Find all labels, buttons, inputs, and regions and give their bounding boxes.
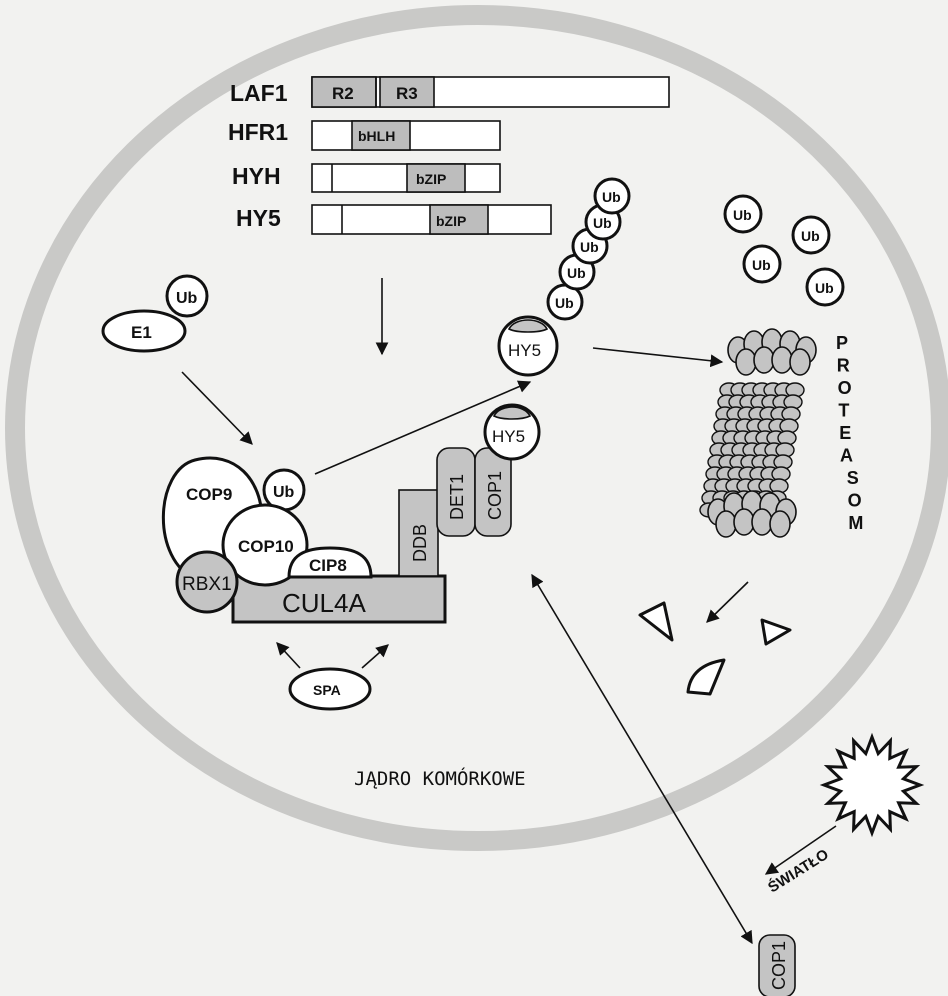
cul4a-complex: CUL4A COP9 Ub COP10 CIP8 RBX1 DDB DET1 C… xyxy=(163,405,539,622)
bhlh-label: bHLH xyxy=(358,128,395,144)
chain-ub-label-5: Ub xyxy=(602,189,621,205)
hy5-chain-label: HY5 xyxy=(508,341,541,360)
proteasome-subunit xyxy=(770,511,790,537)
free-ub-label-3: Ub xyxy=(752,257,771,273)
cip8-label: CIP8 xyxy=(309,556,347,575)
cop1-outside-label: COP1 xyxy=(769,941,789,990)
proteasome-subunit xyxy=(790,349,810,375)
e1-group: E1 Ub xyxy=(103,276,207,351)
r3-label: R3 xyxy=(396,84,418,103)
arrow-cop1-shuttle xyxy=(532,575,752,943)
proteasome xyxy=(700,329,816,537)
proteasome-subunit xyxy=(734,509,754,535)
cop10-label: COP10 xyxy=(238,537,294,556)
ddb-label: DDB xyxy=(410,524,430,562)
hy5-domain-label: HY5 xyxy=(236,205,281,231)
arrow-e1-to-complex xyxy=(182,372,252,444)
laf1-label: LAF1 xyxy=(230,80,288,106)
proteasome-subunit xyxy=(772,347,792,373)
r2-label: R2 xyxy=(332,84,354,103)
free-ub-label-2: Ub xyxy=(801,228,820,244)
e1-label: E1 xyxy=(131,323,152,342)
cop1-label: COP1 xyxy=(485,471,505,520)
arrow-spa-left xyxy=(277,643,300,668)
arrow-hy5-to-proteasome xyxy=(593,348,722,362)
hy5-bound-label: HY5 xyxy=(492,427,525,446)
fragment-3 xyxy=(688,660,724,694)
peptide-fragments xyxy=(640,603,790,694)
cop9-label: COP9 xyxy=(186,485,232,504)
ub-e1-label: Ub xyxy=(176,290,198,307)
proteasome-subunit xyxy=(716,511,736,537)
bzip-hyh-label: bZIP xyxy=(416,171,446,187)
fragment-2 xyxy=(762,620,790,644)
arrow-proteasome-to-fragments xyxy=(707,582,748,622)
nucleus-label: JĄDRO KOMÓRKOWE xyxy=(354,766,526,790)
arrow-spa-right xyxy=(362,645,388,668)
sun-icon xyxy=(824,737,920,833)
free-ubiquitin: Ub Ub Ub Ub xyxy=(725,196,843,305)
proteasome-subunit xyxy=(736,349,756,375)
chain-ub-label-2: Ub xyxy=(567,265,586,281)
free-ub-label-4: Ub xyxy=(815,280,834,296)
bzip-hy5-label: bZIP xyxy=(436,213,466,229)
hfr1-label: HFR1 xyxy=(228,119,288,145)
chain-ub-label-3: Ub xyxy=(580,239,599,255)
free-ub-label-1: Ub xyxy=(733,207,752,223)
cul4a-label: CUL4A xyxy=(282,588,366,618)
spa-label: SPA xyxy=(313,682,341,698)
spa-group: SPA xyxy=(290,669,370,709)
rbx1-label: RBX1 xyxy=(182,574,232,595)
proteasome-subunit xyxy=(754,347,774,373)
ub-cop9-label: Ub xyxy=(273,484,295,501)
det1-label: DET1 xyxy=(447,474,467,520)
hyh-label: HYH xyxy=(232,163,281,189)
cop1-outside-group: COP1 xyxy=(759,935,795,996)
chain-ub-label-1: Ub xyxy=(555,295,574,311)
fragment-1 xyxy=(640,603,672,640)
chain-ub-label-4: Ub xyxy=(593,215,612,231)
proteasome-subunit xyxy=(752,509,772,535)
hyh-bar xyxy=(312,164,500,192)
